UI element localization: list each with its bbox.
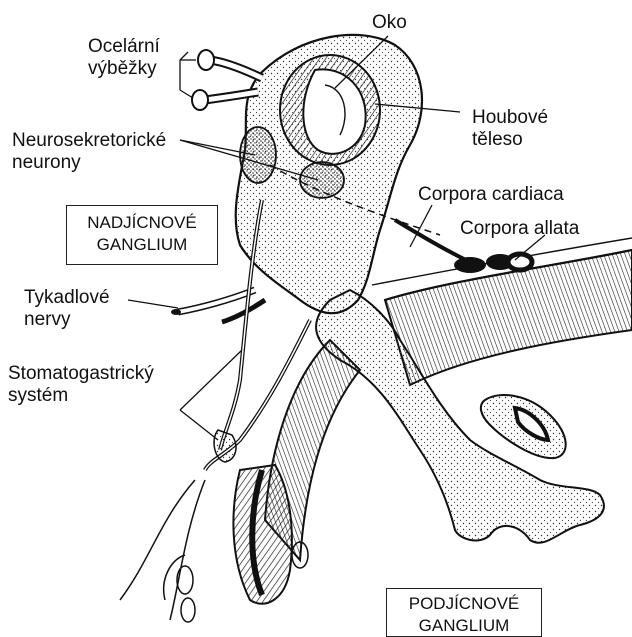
- box-supraesophageal-line1: NADJÍCNOVÉ: [67, 212, 217, 234]
- box-supraesophageal-ganglion: NADJÍCNOVÉ GANGLIUM: [66, 205, 218, 265]
- label-mushroom-body-line2: těleso: [472, 129, 523, 151]
- label-eye: Oko: [372, 12, 407, 34]
- label-neurosecretory-line1: Neurosekretorické: [12, 130, 166, 152]
- label-corpora-cardiaca: Corpora cardiaca: [418, 184, 564, 206]
- label-neurosecretory-line2: neurony: [12, 152, 81, 174]
- label-antennal-nerves-line1: Tykadlové: [24, 287, 110, 309]
- label-stomatogastric-line1: Stomatogastrický: [8, 363, 154, 385]
- tube-cross-section: [481, 395, 566, 458]
- label-mushroom-body-line1: Houbové: [472, 107, 548, 129]
- label-antennal-nerves-line2: nervy: [24, 309, 70, 331]
- neurosecretory-cluster-left: [240, 127, 276, 183]
- label-ocellar-line1: Ocelární: [88, 36, 160, 58]
- box-supraesophageal-line2: GANGLIUM: [67, 234, 217, 256]
- pharynx-detail: [120, 465, 308, 622]
- label-corpora-allata: Corpora allata: [460, 218, 579, 240]
- neurosecretory-cluster-right: [300, 162, 344, 198]
- compound-eye: [280, 55, 380, 165]
- box-subesophageal-ganglion: PODJÍCNOVÉ GANGLIUM: [386, 588, 542, 637]
- antennal-nerves: [171, 290, 265, 322]
- box-subesophageal-line2: GANGLIUM: [387, 615, 541, 637]
- box-subesophageal-line1: PODJÍCNOVÉ: [387, 593, 541, 615]
- label-ocellar-line2: výběžky: [88, 58, 157, 80]
- label-stomatogastric-line2: systém: [8, 385, 68, 407]
